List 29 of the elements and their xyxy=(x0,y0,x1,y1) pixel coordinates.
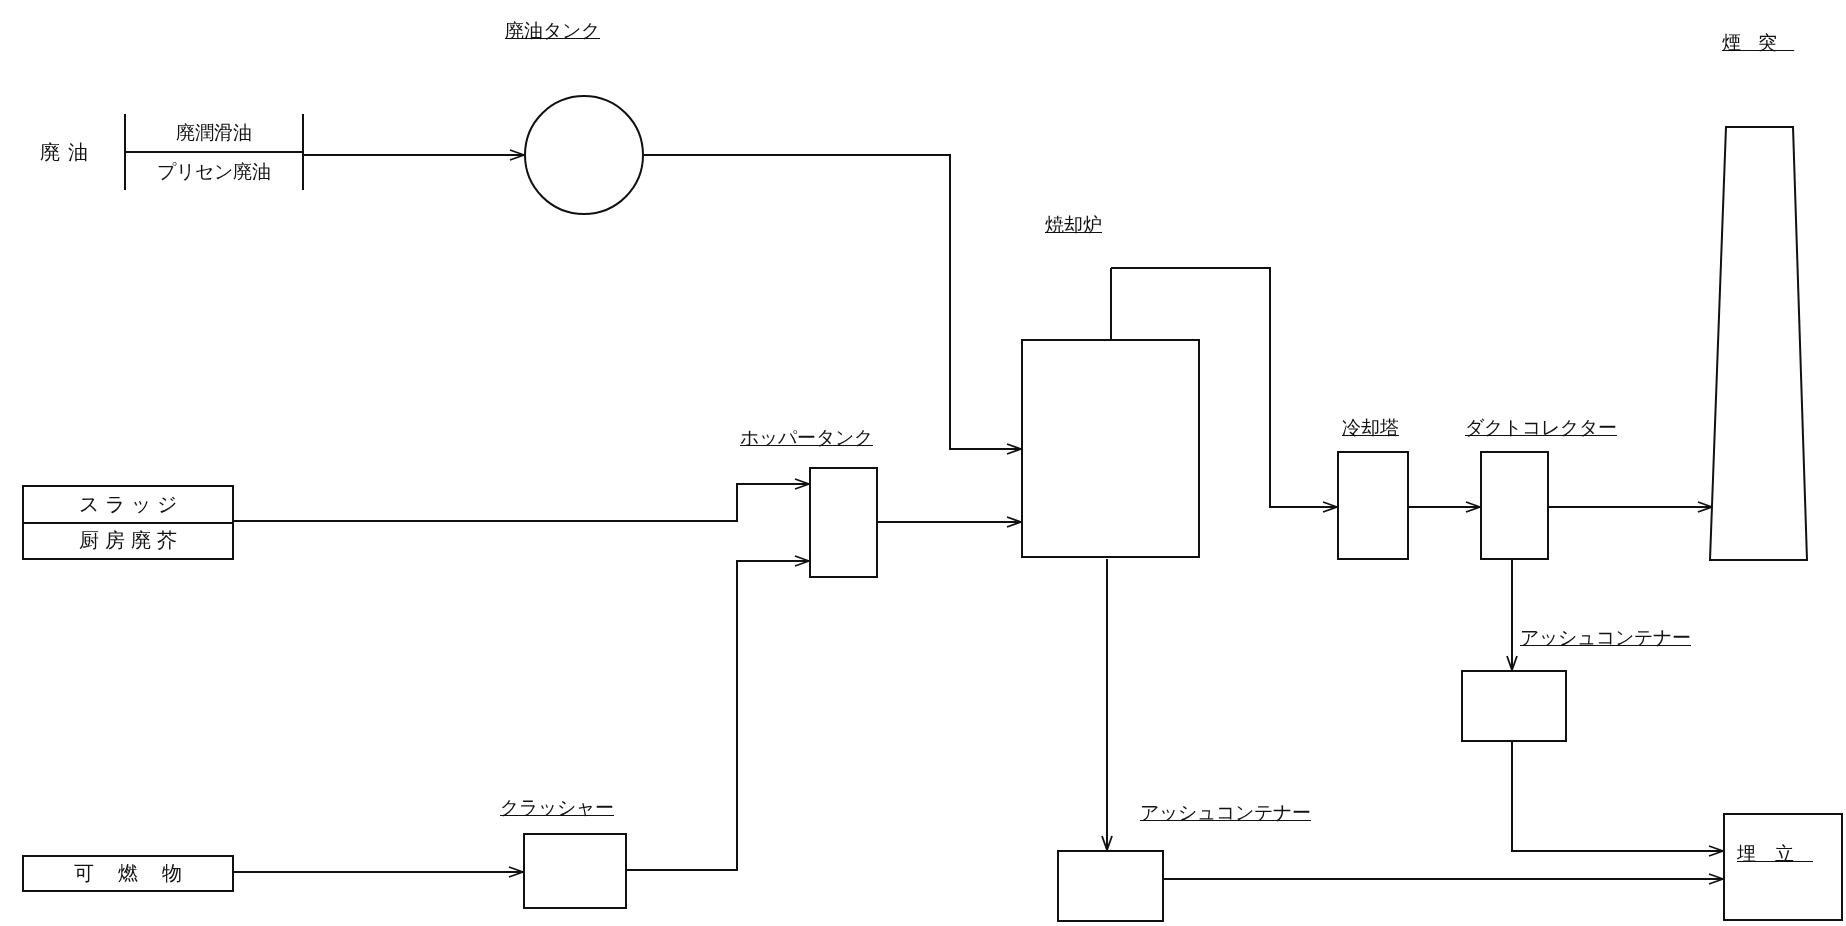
flow-arrow xyxy=(1408,501,1481,513)
heading-label: 煙突 xyxy=(1722,30,1795,54)
heading-label: ダクトコレクター xyxy=(1465,415,1617,439)
flow-arrow xyxy=(1506,559,1518,671)
flow-arrow xyxy=(1110,267,1338,513)
flow-arrow xyxy=(1163,873,1724,885)
flow-arrow xyxy=(1101,558,1113,851)
source-label: 廃潤滑油 xyxy=(176,119,252,145)
heading-label: ホッパータンク xyxy=(740,425,873,449)
source-label: 廃油 xyxy=(40,139,96,166)
heading-label: アッシュコンテナー xyxy=(1520,625,1691,649)
heading-label: 冷却塔 xyxy=(1342,415,1399,439)
heading-label: 廃油タンク xyxy=(505,18,600,42)
flow-arrow xyxy=(643,154,1022,455)
flow-arrow xyxy=(1511,741,1724,857)
heading-label: 焼却炉 xyxy=(1045,212,1102,236)
flow-arrow xyxy=(233,866,524,878)
heading-label: クラッシャー xyxy=(500,795,614,819)
source-label: スラッジ xyxy=(79,490,183,518)
flow-arrow xyxy=(233,478,810,522)
flow-arrow xyxy=(303,149,525,161)
source-label: プリセン廃油 xyxy=(157,158,271,184)
flow-arrow xyxy=(877,516,1022,528)
source-label: 厨房廃芥 xyxy=(79,527,183,555)
heading-label: アッシュコンテナー xyxy=(1140,800,1311,824)
source-label: 可燃物 xyxy=(74,860,206,887)
box-label: 埋立 xyxy=(1737,841,1813,866)
flow-arrow xyxy=(626,555,810,871)
flow-arrow xyxy=(1548,501,1713,513)
